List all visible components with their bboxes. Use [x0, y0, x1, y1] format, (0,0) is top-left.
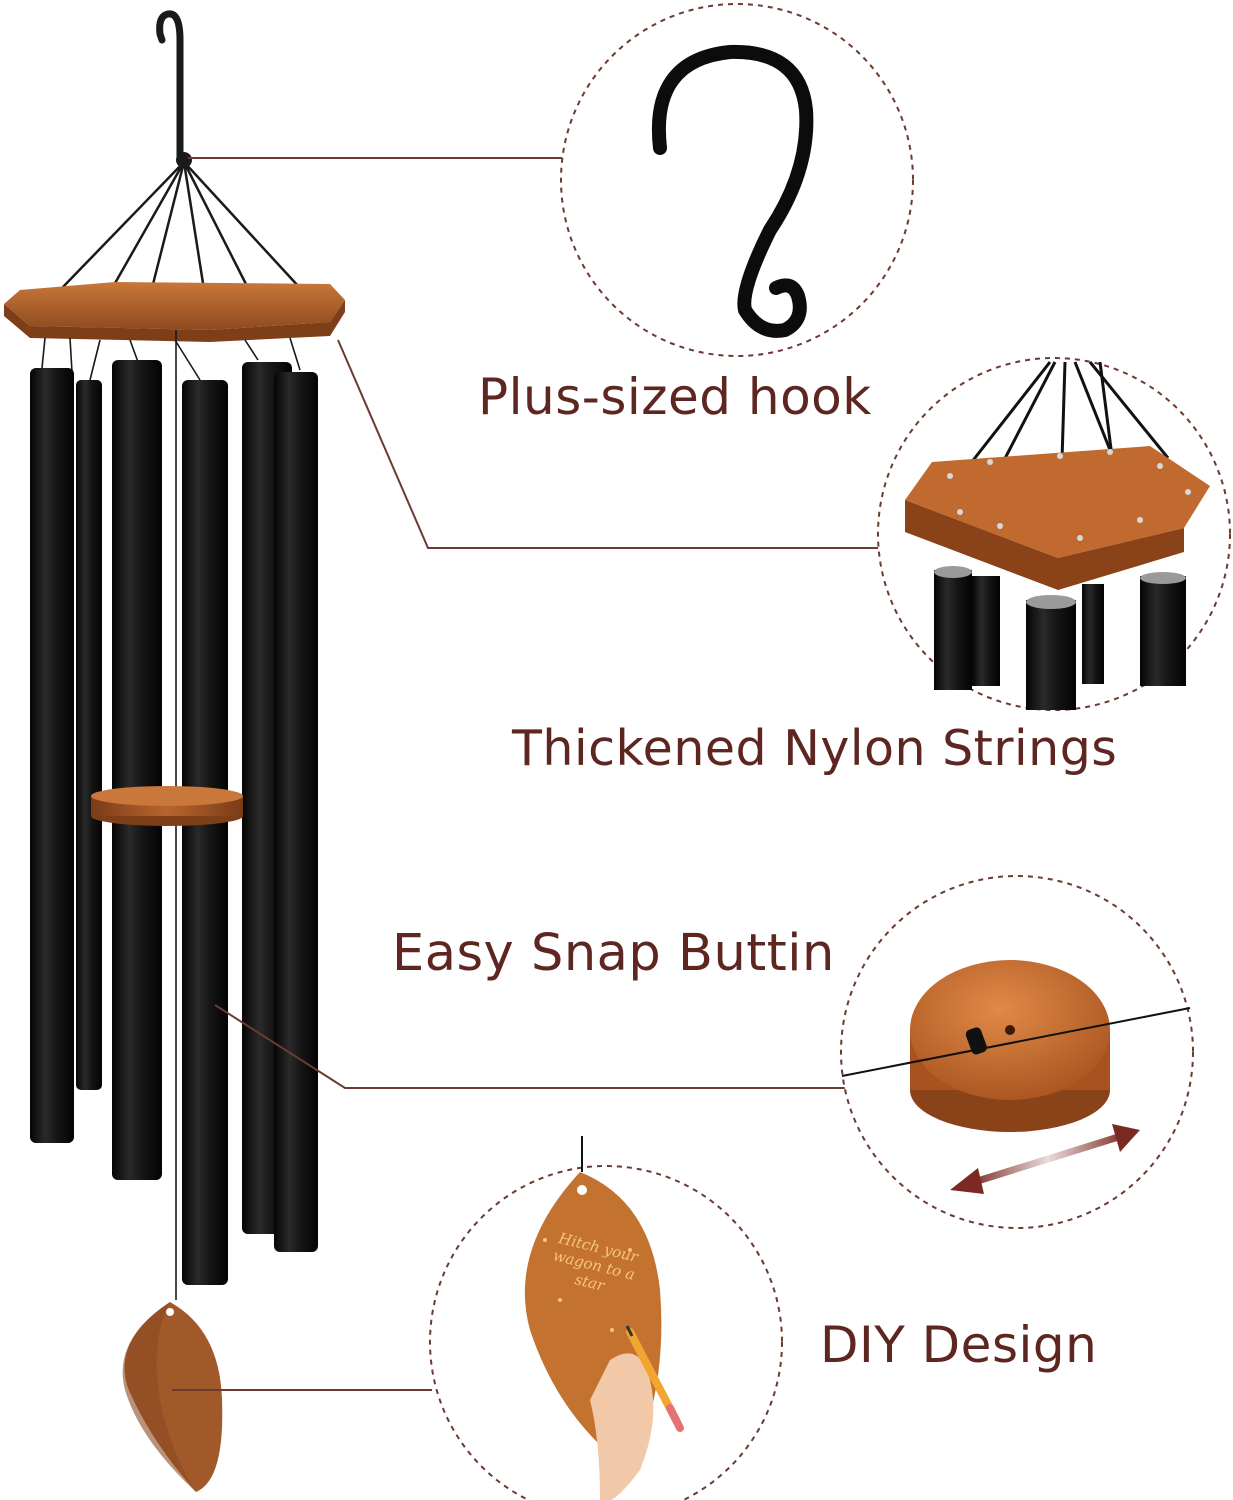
- sail-stars: [543, 1238, 632, 1332]
- snap-detail: [840, 875, 1194, 1229]
- snap-string: [841, 1007, 1191, 1077]
- hook-detail: [560, 3, 914, 357]
- detail-tubes: [934, 566, 1186, 710]
- feature-label-snap-button: Easy Snap Buttin: [392, 924, 835, 983]
- tube-strings: [41, 337, 301, 381]
- hook-ring: [176, 152, 192, 168]
- striker-disc: [91, 786, 243, 826]
- chime-tube: [112, 360, 162, 1180]
- top-strings: [61, 161, 301, 297]
- chime-tubes: [30, 360, 318, 1285]
- feature-label-hook: Plus-sized hook: [478, 368, 872, 426]
- chime-tube: [76, 380, 102, 1090]
- hexagon-top-icon: [905, 446, 1210, 558]
- feature-label-diy-design: DIY Design: [820, 1316, 1098, 1374]
- chime-tube: [182, 380, 228, 1285]
- board-screws: [947, 449, 1191, 541]
- hanging-hook-icon: [156, 10, 184, 164]
- wooden-top-board: [4, 282, 345, 330]
- dashed-circle: [560, 3, 914, 357]
- snap-button-icon: [910, 960, 1110, 1132]
- chime-tube: [274, 372, 318, 1252]
- leader-lines: [172, 157, 878, 1391]
- chime-tube: [30, 368, 74, 1143]
- s-hook-icon: [651, 44, 814, 338]
- double-arrow-icon: [950, 1124, 1140, 1194]
- nylon-detail: [877, 357, 1231, 711]
- main-chime: [4, 10, 345, 1492]
- sail-hole: [166, 1308, 174, 1316]
- hand-with-pencil-icon: [590, 1325, 684, 1500]
- feature-label-nylon-strings: Thickened Nylon Strings: [512, 720, 1118, 777]
- diy-detail: [429, 1136, 783, 1500]
